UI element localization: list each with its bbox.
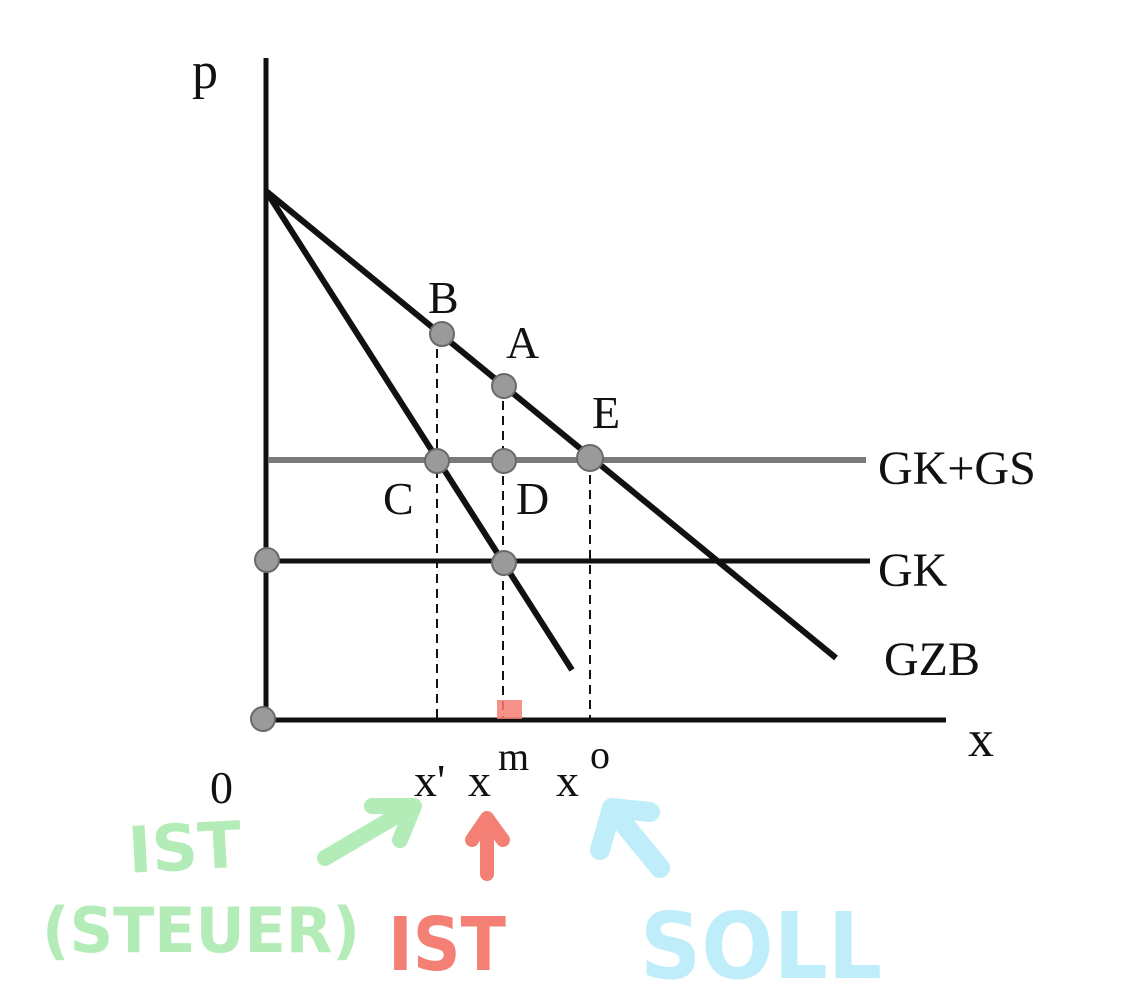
label-b: B (428, 272, 459, 323)
label-c: C (383, 473, 414, 524)
red-annotation-ist: IST (388, 902, 506, 988)
label-gk-gs: GK+GS (878, 442, 1036, 495)
label-a: A (506, 317, 539, 368)
tick-x-o-superscript: o (590, 732, 610, 777)
green-annotation-steuer: (STEUER) (42, 894, 360, 967)
blue-arrow-icon (590, 798, 670, 878)
x-axis-label: x (968, 711, 994, 768)
point-d (491, 448, 517, 474)
y-axis-label: p (192, 43, 218, 100)
point-c (424, 448, 450, 474)
green-arrow-icon (317, 798, 422, 866)
point-a (491, 373, 517, 399)
gzb-line (264, 188, 838, 661)
label-gzb: GZB (884, 633, 980, 686)
point-gk-axis (254, 547, 280, 573)
tick-x-o: x (556, 755, 579, 806)
point-origin (250, 706, 276, 732)
label-e: E (592, 387, 620, 438)
point-gk-intersection (491, 550, 517, 576)
point-e (576, 444, 604, 472)
point-b (429, 321, 455, 347)
origin-label: 0 (210, 762, 233, 813)
red-tick-marker (497, 700, 522, 719)
green-annotation-ist: IST (126, 809, 244, 889)
label-gk: GK (878, 544, 948, 597)
steep-line (263, 189, 575, 672)
blue-annotation-soll: SOLL (640, 893, 882, 997)
tick-x-m: x (468, 755, 491, 806)
tick-x-prime: x' (414, 755, 445, 806)
label-d: D (516, 473, 549, 524)
tick-x-m-superscript: m (498, 734, 529, 779)
red-arrow-icon (465, 811, 510, 881)
